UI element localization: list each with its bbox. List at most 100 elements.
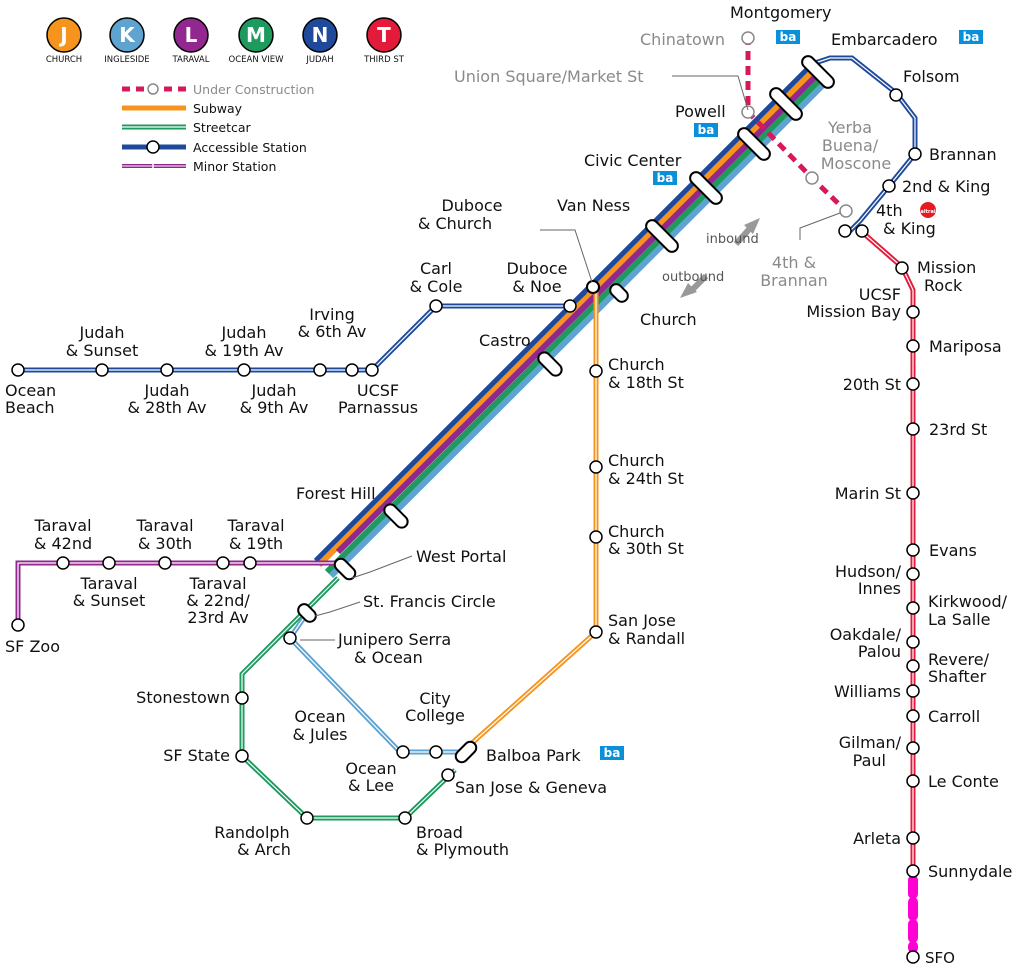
station-label-balboa[interactable]: Balboa Park — [486, 746, 581, 765]
station-marker-kirkwood[interactable] — [906, 601, 920, 615]
station-label-taraval-sunset[interactable]: Taraval & Sunset — [73, 574, 145, 610]
station-label-sf-zoo[interactable]: SF Zoo — [5, 637, 60, 656]
station-label-judah-19th[interactable]: Judah & 19th Av — [205, 323, 284, 360]
station-label-embarcadero[interactable]: Embarcadero — [831, 30, 938, 49]
station-label-church-24th[interactable]: Church & 24th St — [608, 451, 684, 488]
station-marker-montgomery[interactable] — [768, 86, 805, 123]
station-label-duboce-church[interactable]: Duboce & Church — [418, 196, 503, 233]
station-marker-judah-19th[interactable] — [237, 363, 251, 377]
station-label-city-college[interactable]: City College — [405, 689, 465, 725]
station-marker-duboce-church[interactable] — [586, 280, 600, 294]
station-marker-st-francis[interactable] — [296, 602, 319, 625]
line-badge-j[interactable]: J CHURCH — [46, 17, 82, 65]
station-marker-stonestown[interactable] — [235, 691, 249, 705]
station-label-mariposa[interactable]: Mariposa — [929, 337, 1002, 356]
station-marker-revere[interactable] — [906, 659, 920, 673]
station-label-2nd-king[interactable]: 2nd & King — [902, 177, 990, 196]
station-label-sunnydale[interactable]: Sunnydale — [928, 862, 1012, 881]
station-label-irving[interactable]: Irving & 6th Av — [298, 305, 367, 341]
station-label-st-francis[interactable]: St. Francis Circle — [363, 592, 496, 611]
station-marker-embarcadero[interactable] — [800, 54, 837, 91]
station-marker-gilman[interactable] — [906, 741, 920, 755]
station-marker-carl-cole[interactable] — [429, 299, 443, 313]
station-label-4th-king[interactable]: 4th & King — [876, 201, 936, 238]
station-marker-taraval-22nd[interactable] — [216, 556, 230, 570]
station-label-junipero[interactable]: Junipero Serra & Ocean — [337, 630, 451, 667]
line-badge-l[interactable]: L TARAVAL — [171, 17, 210, 65]
station-label-randolph[interactable]: Randolph & Arch — [214, 823, 291, 859]
station-marker-2nd-king[interactable] — [882, 179, 896, 193]
station-marker-4th-king-b[interactable] — [855, 224, 869, 238]
station-marker-ocean-lee[interactable] — [396, 745, 410, 759]
station-label-gilman[interactable]: Gilman/ Paul — [839, 733, 902, 770]
station-label-civic-center[interactable]: Civic Center — [584, 151, 682, 170]
station-label-le-conte[interactable]: Le Conte — [928, 772, 999, 791]
station-label-judah-9th[interactable]: Judah & 9th Av — [240, 381, 309, 417]
station-marker-judah-28th[interactable] — [160, 363, 174, 377]
station-label-ocean-beach[interactable]: Ocean Beach — [5, 381, 56, 417]
station-label-taraval-30th[interactable]: Taraval & 30th — [135, 516, 193, 553]
station-label-powell[interactable]: Powell — [675, 102, 726, 121]
station-label-mission-rock[interactable]: Mission Rock — [917, 258, 976, 295]
station-label-ocean-jules[interactable]: Ocean & Jules — [292, 707, 347, 744]
station-label-duboce-noe[interactable]: Duboce & Noe — [506, 259, 567, 296]
station-marker-20th[interactable] — [906, 377, 920, 391]
line-badge-n[interactable]: N JUDAH — [302, 17, 338, 65]
station-marker-brannan[interactable] — [908, 147, 922, 161]
station-marker-church-30th[interactable] — [589, 530, 603, 544]
station-marker-yerba-buena[interactable] — [805, 171, 819, 185]
station-marker-sf-state[interactable] — [235, 749, 249, 763]
station-label-oakdale[interactable]: Oakdale/ Palou — [830, 625, 902, 661]
station-marker-van-ness[interactable] — [644, 218, 681, 255]
station-label-judah-sunset[interactable]: Judah & Sunset — [66, 323, 138, 360]
station-marker-folsom[interactable] — [889, 88, 903, 102]
station-marker-23rd[interactable] — [906, 422, 920, 436]
station-label-taraval-19th[interactable]: Taraval & 19th — [226, 516, 284, 553]
station-label-hudson[interactable]: Hudson/ Innes — [835, 562, 902, 598]
station-marker-marin[interactable] — [906, 486, 920, 500]
station-marker-castro[interactable] — [536, 350, 564, 378]
station-marker-city-college[interactable] — [429, 745, 443, 759]
station-label-forest-hill[interactable]: Forest Hill — [296, 484, 376, 503]
station-marker-taraval-42nd[interactable] — [56, 556, 70, 570]
station-label-carl-cole[interactable]: Carl & Cole — [410, 259, 463, 296]
station-marker-taraval-sunset[interactable] — [102, 556, 116, 570]
station-marker-chinatown[interactable] — [741, 31, 755, 45]
station-marker-junipero[interactable] — [283, 631, 297, 645]
station-label-castro[interactable]: Castro — [479, 331, 531, 350]
station-marker-taraval-19th[interactable] — [243, 556, 257, 570]
station-marker-san-jose-geneva[interactable] — [441, 768, 455, 782]
station-marker-evans[interactable] — [906, 543, 920, 557]
station-label-chinatown[interactable]: Chinatown — [640, 30, 725, 49]
station-label-taraval-42nd[interactable]: Taraval & 42nd — [33, 516, 92, 553]
station-label-20th[interactable]: 20th St — [843, 375, 901, 394]
station-label-arleta[interactable]: Arleta — [853, 829, 901, 848]
station-label-judah-28th[interactable]: Judah & 28th Av — [128, 381, 207, 417]
station-marker-civic-center[interactable] — [688, 170, 725, 207]
station-marker-powell[interactable] — [736, 126, 773, 163]
station-marker-williams[interactable] — [906, 684, 920, 698]
station-label-montgomery[interactable]: Montgomery — [730, 3, 831, 22]
station-marker-duboce-noe[interactable] — [563, 299, 577, 313]
station-label-ucsf-parnassus[interactable]: UCSF Parnassus — [338, 381, 418, 417]
station-marker-taraval-30th[interactable] — [158, 556, 172, 570]
station-marker-forest-hill[interactable] — [382, 502, 410, 530]
station-marker-oakdale[interactable] — [906, 635, 920, 649]
station-label-san-jose-geneva[interactable]: San Jose & Geneva — [455, 778, 607, 797]
station-marker-mariposa[interactable] — [906, 339, 920, 353]
station-marker-4th-brannan[interactable] — [839, 204, 853, 218]
station-marker-balboa-park[interactable] — [453, 739, 478, 764]
station-marker-church-24th[interactable] — [589, 460, 603, 474]
station-label-folsom[interactable]: Folsom — [903, 67, 960, 86]
station-label-williams[interactable]: Williams — [834, 682, 901, 701]
station-label-union-square[interactable]: Union Square/Market St — [454, 67, 644, 86]
station-label-van-ness[interactable]: Van Ness — [557, 196, 630, 215]
station-marker-judah-sunset[interactable] — [95, 363, 109, 377]
station-label-taraval-22nd[interactable]: Taraval & 22nd/ 23rd Av — [186, 574, 250, 627]
station-label-church-18th[interactable]: Church & 18th St — [608, 355, 684, 392]
station-label-san-jose-randall[interactable]: San Jose & Randall — [608, 611, 685, 648]
station-marker-ucsf-mission-bay[interactable] — [906, 305, 920, 319]
station-marker-mission-rock[interactable] — [895, 261, 909, 275]
station-label-west-portal[interactable]: West Portal — [416, 547, 506, 566]
station-marker-broad[interactable] — [398, 811, 412, 825]
